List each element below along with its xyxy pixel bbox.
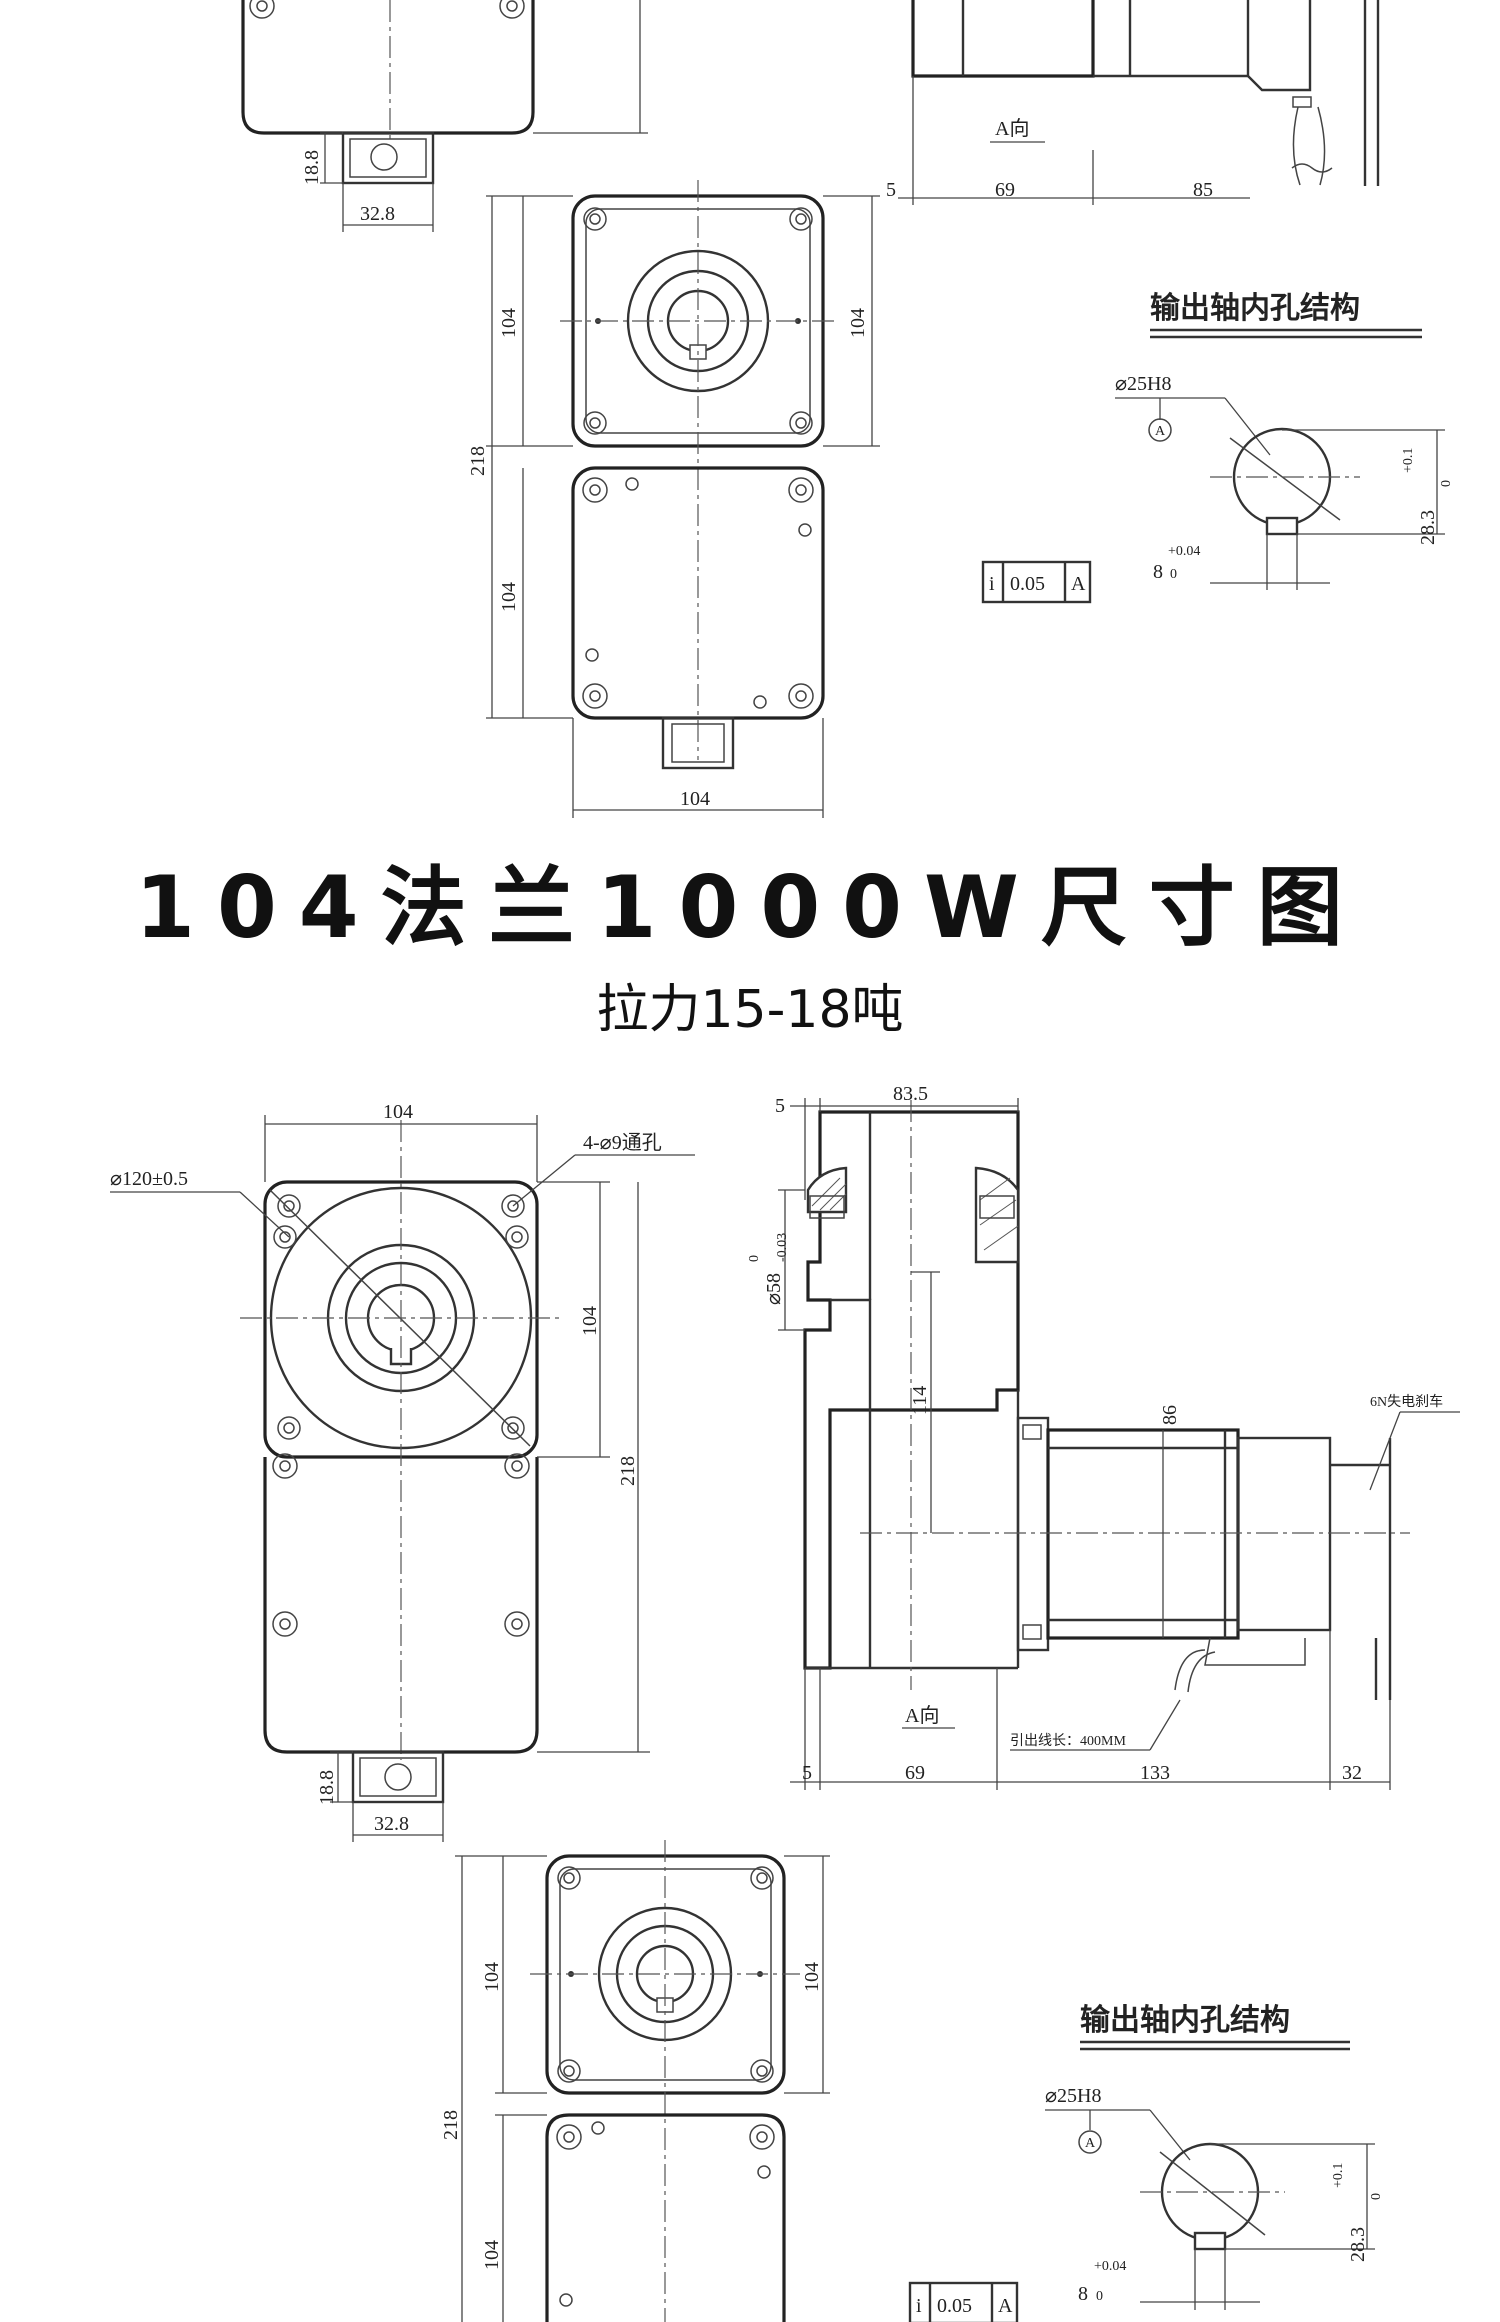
dim-key-8-b: 8 — [1078, 2283, 1088, 2305]
shaft-detail-heading-2: 输出轴内孔结构 — [1080, 2003, 1290, 2038]
gtol-datum: A — [1071, 573, 1086, 595]
bottom-shaft-detail: 输出轴内孔结构 ⌀25H8 A 28.3 +0.1 0 8 +0.04 0 i … — [908, 2003, 1384, 2322]
dim-phi58: ⌀58 — [763, 1273, 785, 1305]
dim-104-left: 104 — [498, 308, 520, 338]
dim-key-8-b-lower: 0 — [1096, 2289, 1103, 2304]
dim-83-5: 83.5 — [893, 1083, 928, 1105]
pcd-dim: ⌀120±0.5 — [110, 1168, 188, 1190]
page-title: 104法兰1000W尺寸图 — [135, 858, 1365, 958]
dim-28-3: 28.3 — [1417, 510, 1439, 545]
dim-218: 218 — [467, 446, 489, 476]
hole-spec: 4-⌀9通孔 — [583, 1131, 662, 1154]
dim-86: 86 — [1159, 1405, 1181, 1425]
dim-28-3-lower: 0 — [1439, 480, 1454, 487]
dim-133: 133 — [1140, 1762, 1170, 1784]
gtol-symbol: i — [989, 573, 995, 595]
dim-32: 32 — [1342, 1762, 1362, 1784]
dim-key-8-b-upper: +0.04 — [1094, 2259, 1126, 2274]
view-a-label: A向 — [905, 1704, 939, 1727]
shaft-bore-2: ⌀25H8 — [1045, 2085, 1101, 2107]
dim-phi58-lower: -0.03 — [775, 1233, 790, 1262]
datum-a: A — [1155, 424, 1166, 439]
dim-104-top: 104 — [383, 1101, 413, 1123]
page-subtitle: 拉力15-18吨 — [596, 980, 904, 1040]
top-bottom-view: 218 104 104 104 104 — [467, 180, 880, 818]
dim-5: 5 — [886, 179, 896, 201]
dim-key-8-upper: +0.04 — [1168, 544, 1200, 559]
top-side-view-fragment: 5 69 85 A向 — [886, 0, 1380, 205]
dim-104-side: 104 — [579, 1306, 601, 1336]
dim-28-3-b: 28.3 — [1347, 2227, 1369, 2262]
dim-5-top: 5 — [775, 1095, 785, 1117]
dim-69: 69 — [905, 1762, 925, 1784]
dim-69: 69 — [995, 179, 1015, 201]
dim-18-8: 18.8 — [316, 1770, 338, 1805]
dim-104-a: 104 — [481, 1962, 503, 1992]
datum-a-2: A — [1085, 2136, 1096, 2151]
gtol-value: 0.05 — [1010, 573, 1045, 595]
dim-104-b: 104 — [801, 1962, 823, 1992]
dim-28-3-b-lower: 0 — [1369, 2193, 1384, 2200]
top-front-view-fragment: 18.8 32.8 — [241, 0, 648, 232]
bottom-side-view: 5 83.5 ⌀58 0 -0.03 114 86 6N失电刹车 A向 引出线长… — [747, 1083, 1460, 1790]
bottom-front-view: 104 4-⌀9通孔 ⌀120±0.5 104 218 18.8 32.8 — [110, 1101, 695, 1842]
gtol-datum-2: A — [998, 2295, 1013, 2317]
dim-104-bottom: 104 — [680, 788, 710, 810]
dim-18-8: 18.8 — [301, 150, 323, 185]
dim-114: 114 — [909, 1386, 931, 1415]
brake-label: 6N失电刹车 — [1370, 1393, 1443, 1410]
dim-28-3-upper: +0.1 — [1401, 448, 1416, 473]
dim-218: 218 — [617, 1456, 639, 1486]
bottom-bottom-view: 218 104 104 104 — [440, 1840, 830, 2322]
dim-key-8-lower: 0 — [1170, 567, 1177, 582]
gtol-symbol-2: i — [916, 2295, 922, 2317]
dim-218-b: 218 — [440, 2110, 462, 2140]
top-shaft-detail: 输出轴内孔结构 ⌀25H8 A 28.3 +0.1 0 8 +0.04 0 i … — [981, 291, 1454, 604]
view-a-label: A向 — [995, 117, 1029, 140]
dim-phi58-upper: 0 — [747, 1255, 762, 1262]
cable-length: 引出线长：400MM — [1010, 1733, 1126, 1749]
gtol-value-2: 0.05 — [937, 2295, 972, 2317]
dim-5-bottom: 5 — [802, 1762, 812, 1784]
shaft-detail-heading: 输出轴内孔结构 — [1150, 291, 1360, 326]
dim-28-3-b-upper: +0.1 — [1331, 2163, 1346, 2188]
dim-32-8: 32.8 — [374, 1813, 409, 1835]
dim-32-8: 32.8 — [360, 203, 395, 225]
dim-104-lower: 104 — [498, 582, 520, 612]
dim-85: 85 — [1193, 179, 1213, 201]
dim-key-8: 8 — [1153, 561, 1163, 583]
shaft-bore: ⌀25H8 — [1115, 373, 1171, 395]
dim-104-right: 104 — [847, 308, 869, 338]
dim-104-c: 104 — [481, 2240, 503, 2270]
